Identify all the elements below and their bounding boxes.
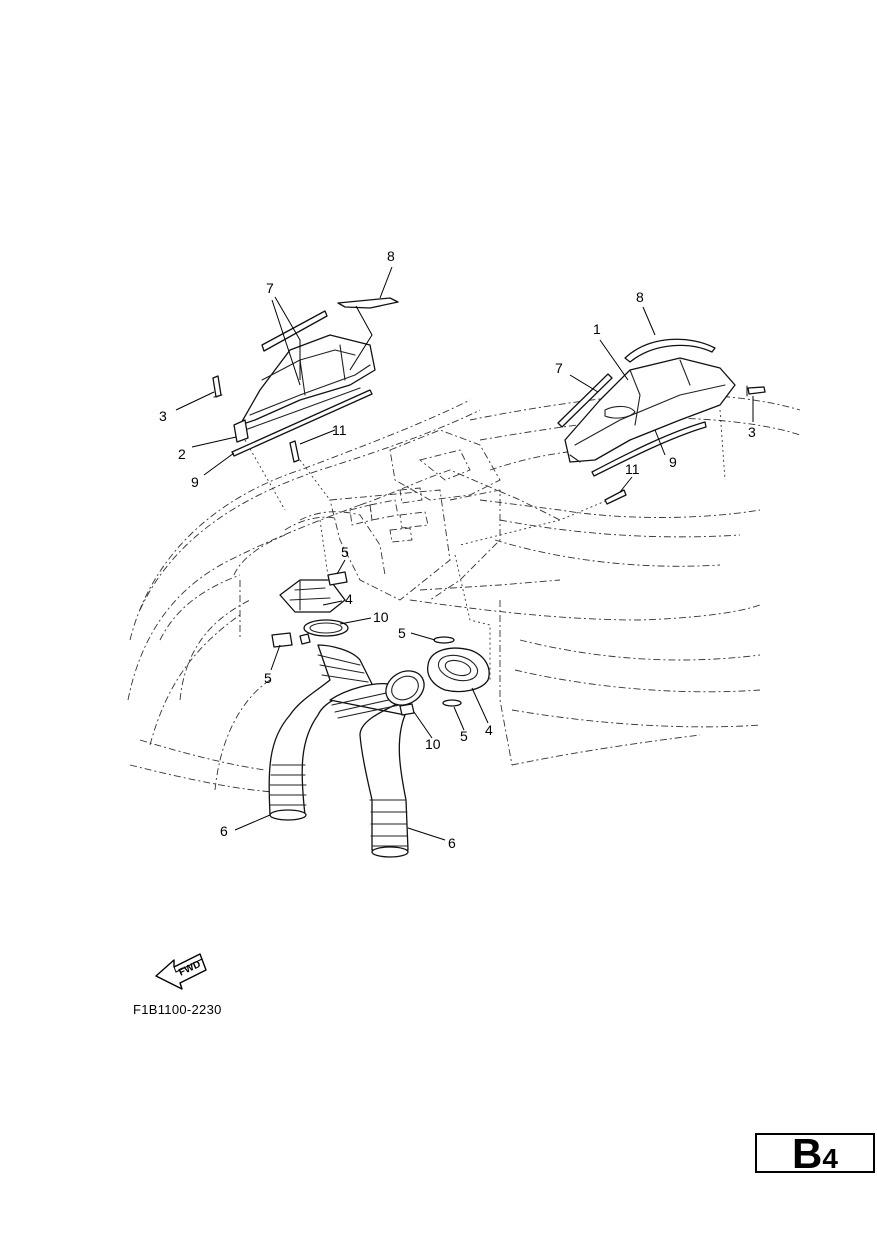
callout-5-b: 5 <box>264 670 272 686</box>
callout-4-left: 4 <box>345 591 353 607</box>
part-6-hose-right <box>329 683 409 858</box>
part-2-bracket <box>233 419 249 443</box>
callout-7-right: 7 <box>555 360 563 376</box>
callout-1: 1 <box>593 321 601 337</box>
hull-outline <box>127 393 801 793</box>
part-3-screw-left <box>212 375 223 398</box>
page-reference-box: B4 <box>755 1133 875 1175</box>
part-5-grommet-b <box>271 632 293 648</box>
part-10-clamp-left <box>299 619 349 645</box>
callout-6-left: 6 <box>220 823 228 839</box>
callout-8-right: 8 <box>636 289 644 305</box>
callout-6-right: 6 <box>448 835 456 851</box>
callout-4-right: 4 <box>485 722 493 738</box>
part-9-strip-left <box>231 389 373 457</box>
diagram-code: F1B1100-2230 <box>133 1002 222 1017</box>
page-ref-number: 4 <box>822 1143 838 1174</box>
part-4-duct-left <box>279 579 346 613</box>
part-10-clamp-right <box>385 670 425 716</box>
page-ref-letter: B <box>792 1130 823 1177</box>
callout-10-right: 10 <box>425 736 441 752</box>
part-6-hose-left <box>268 644 376 821</box>
assembly-guides <box>244 409 726 680</box>
fwd-arrow-icon: FWD <box>155 953 207 990</box>
callout-11-right: 11 <box>625 461 640 477</box>
part-5-grommet-a <box>327 571 348 586</box>
leader-lines <box>175 266 754 841</box>
left-duct-cover <box>239 334 376 431</box>
part-8-seal-left <box>337 297 399 309</box>
part-5-grommet-d <box>442 699 462 707</box>
callout-5-a: 5 <box>341 544 349 560</box>
callout-3-right: 3 <box>748 424 756 440</box>
part-4-duct-right <box>426 647 490 693</box>
callout-9-right: 9 <box>669 454 677 470</box>
part-11-rivet-left <box>289 440 300 463</box>
callouts: 8 7 3 2 9 11 8 1 7 3 9 11 5 4 10 5 5 5 4… <box>159 248 756 851</box>
callout-5-c: 5 <box>398 625 406 641</box>
callout-9-left: 9 <box>191 474 199 490</box>
callout-2: 2 <box>178 446 186 462</box>
callout-8-left: 8 <box>387 248 395 264</box>
callout-3-left: 3 <box>159 408 167 424</box>
callout-10-left: 10 <box>373 609 389 625</box>
part-8-seal-right <box>624 338 716 363</box>
part-11-rivet-right <box>604 489 627 505</box>
part-9-strip-right <box>591 421 707 477</box>
part-3-screw-right <box>746 385 766 397</box>
part-5-grommet-c <box>433 636 455 644</box>
callout-5-d: 5 <box>460 728 468 744</box>
part-7-strip-right <box>557 373 613 428</box>
callout-7-left: 7 <box>266 280 274 296</box>
callout-11-left: 11 <box>332 422 347 438</box>
